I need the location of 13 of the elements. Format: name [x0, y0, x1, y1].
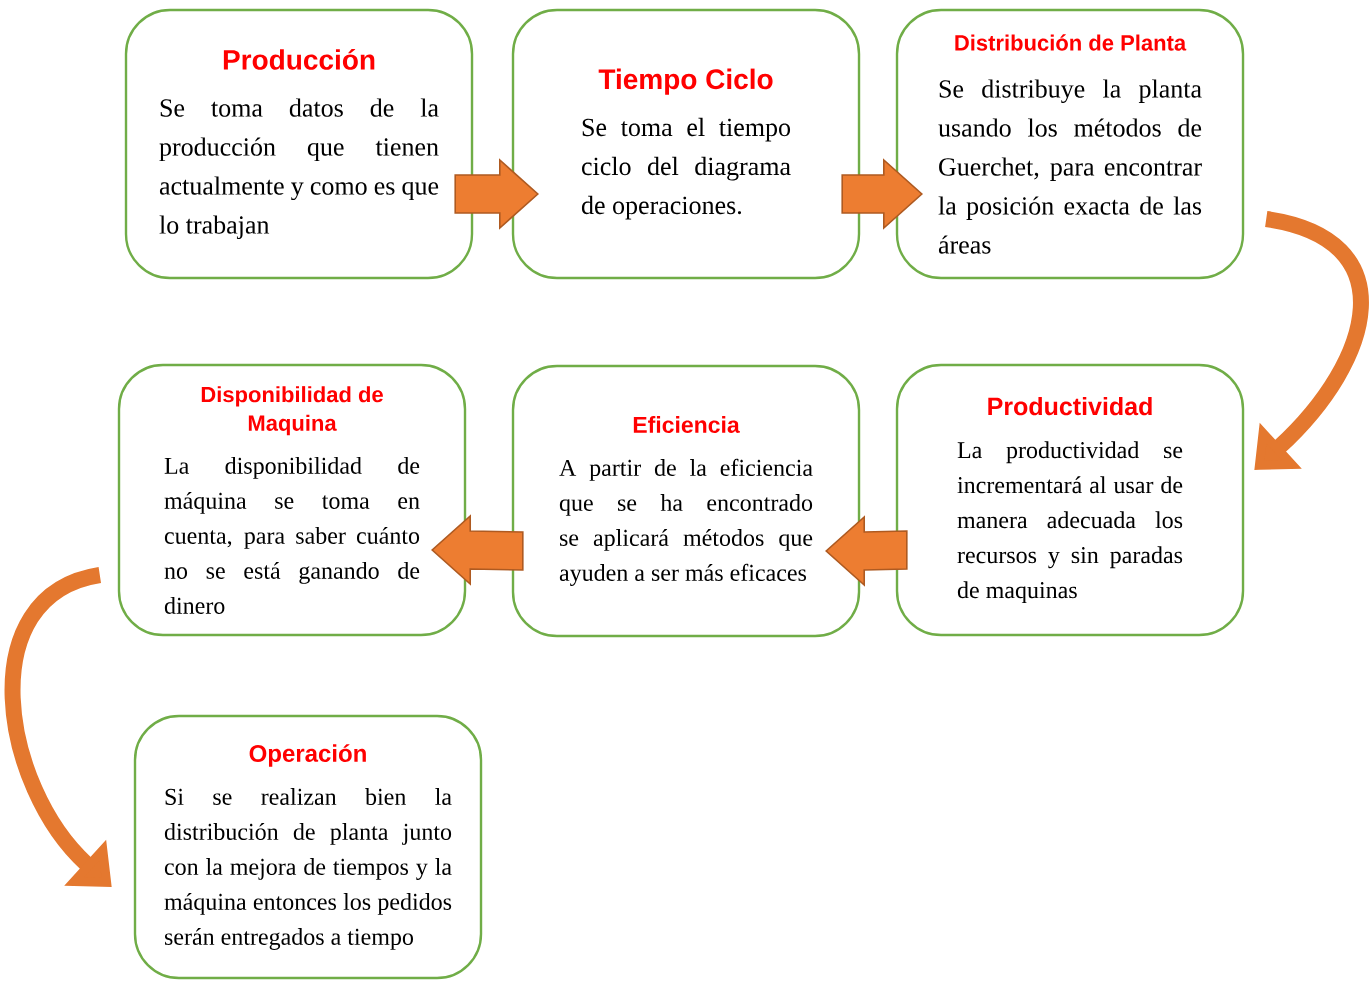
block-arrow: [431, 514, 524, 586]
process-box: Eficiencia A partir de la eficiencia que se ha encontrado se aplicará métodos que ayuden a ser más eficaces: [511, 364, 861, 638]
curved-arrow: [1254, 211, 1369, 470]
block-arrow: [454, 158, 539, 230]
block-arrow: [825, 515, 908, 587]
block-arrow: [841, 158, 923, 230]
process-box: Disponibilidad de Maquina La disponibilidad de máquina se toma en cuenta, para saber cuánto no se está ganando de dinero: [117, 363, 467, 637]
process-box: Distribución de Planta Se distribuye la planta usando los métodos de Guerchet, para encontrar la posición exacta de las áreas: [895, 8, 1245, 280]
curved-arrow: [4, 567, 112, 887]
process-box: Tiempo Ciclo Se toma el tiempo ciclo del diagrama de operaciones.: [511, 8, 861, 280]
process-box: Productividad La productividad se incrementará al usar de manera adecuada los recursos y sin paradas de maquinas: [895, 363, 1245, 637]
process-box: Operación Si se realizan bien la distribución de planta junto con la mejora de tiempos y la máquina entonces los pedidos serán entregados a tiempo: [133, 714, 483, 980]
process-box: Producción Se toma datos de la producción que tienen actualmente y como es que lo trabajan: [124, 8, 474, 280]
